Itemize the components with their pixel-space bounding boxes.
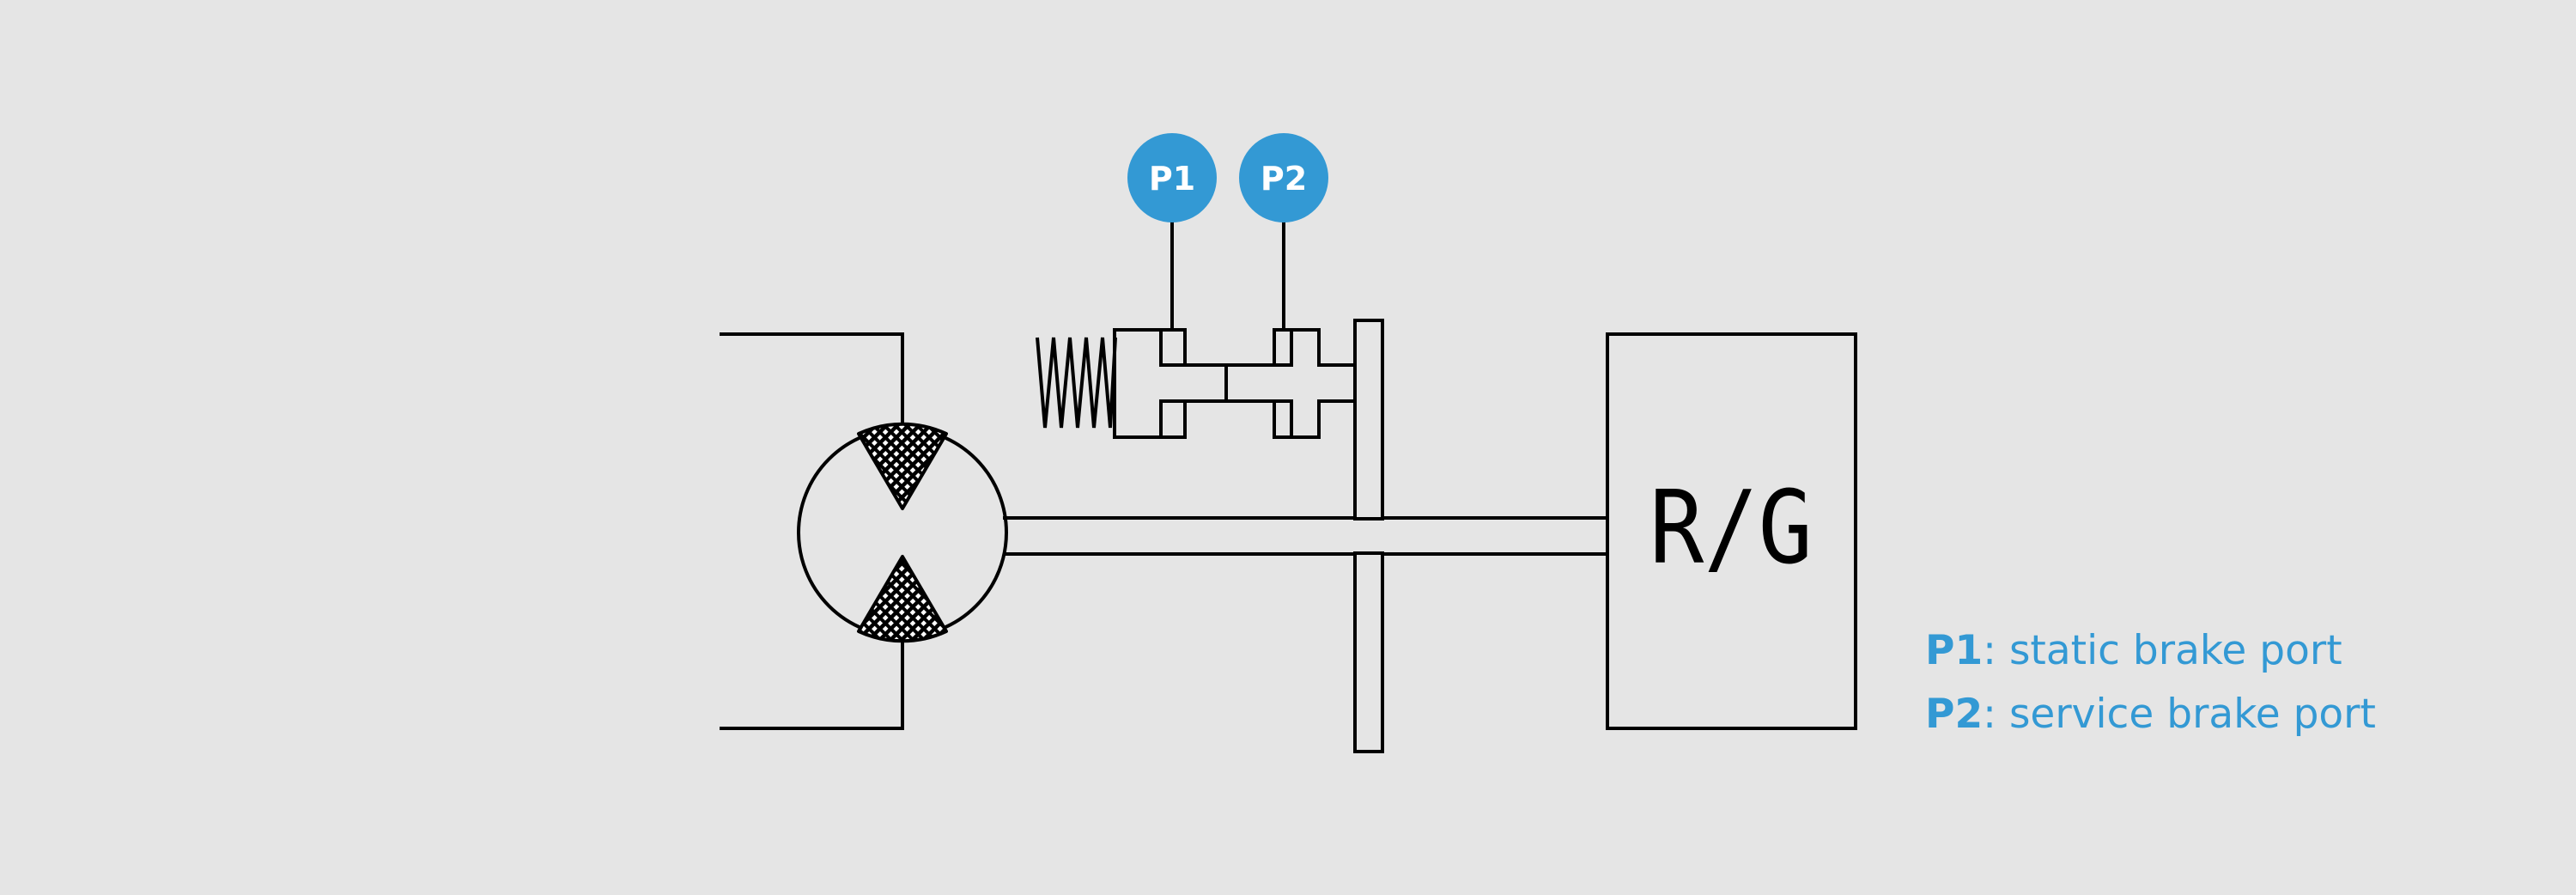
legend-p2: P2: service brake port — [1925, 691, 2376, 738]
reduction-gearbox: R/G — [1606, 332, 1857, 730]
legend-p1: P1: static brake port — [1925, 627, 2342, 674]
brake-spring — [1036, 337, 1117, 429]
port-p1-label: P1 — [1149, 160, 1195, 198]
legend-p1-text: static brake port — [2008, 627, 2342, 674]
legend-p2-key: P2 — [1925, 691, 1984, 738]
legend-p2-text: service brake port — [2008, 691, 2376, 738]
motor-inlet-line — [720, 332, 904, 429]
reduction-gear-label: R/G — [1649, 468, 1813, 587]
brake-actuator — [1113, 328, 1353, 439]
brake-disc — [1353, 319, 1384, 753]
motor-outlet-line — [720, 636, 904, 730]
output-shaft — [1003, 516, 1607, 556]
port-p2-label: P2 — [1261, 160, 1307, 198]
motor-top-triangle — [857, 422, 948, 510]
motor-bottom-triangle — [857, 555, 948, 643]
hydraulic-motor — [720, 332, 1008, 730]
legend-p1-key: P1 — [1925, 627, 1984, 674]
port-p1-marker: P1 — [1127, 133, 1217, 222]
port-p2-marker: P2 — [1239, 133, 1328, 222]
